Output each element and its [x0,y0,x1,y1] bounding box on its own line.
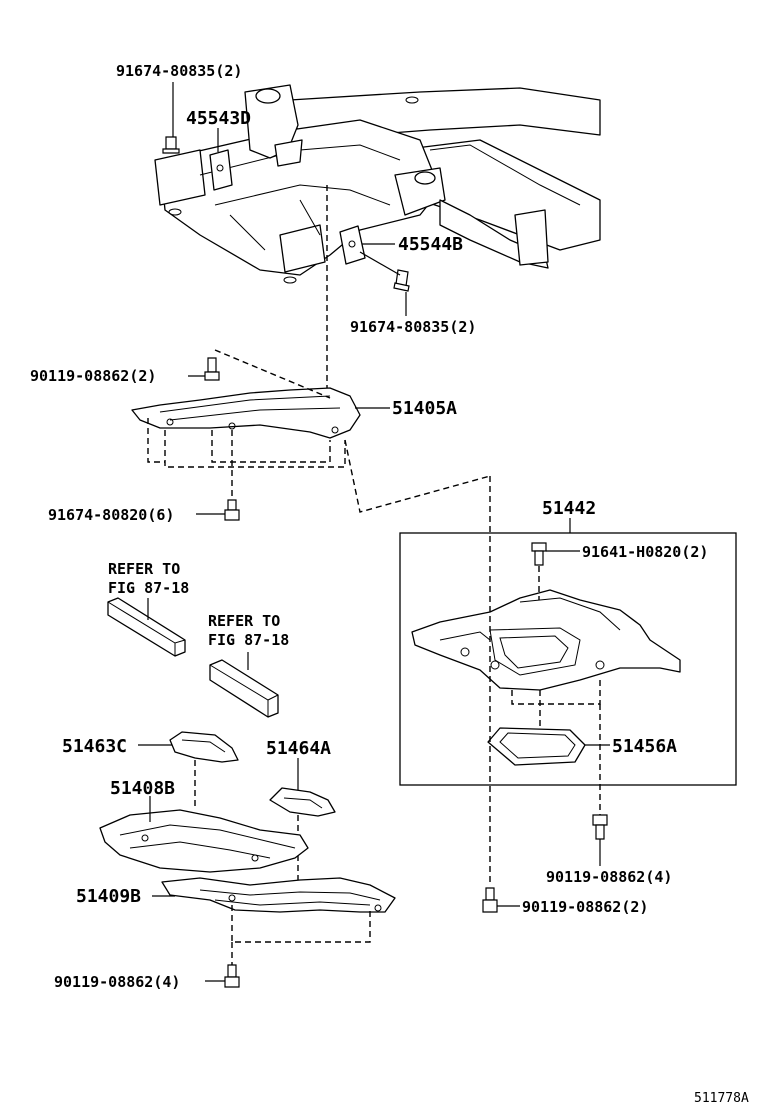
part-label-90119-08862-2b: 90119-08862(2) [522,898,648,916]
part-label-51463c: 51463C [62,736,127,757]
cover-51456a [487,727,586,766]
part-label-51456a: 51456A [612,736,677,757]
reference-note-2-line1: REFER TO [208,612,280,630]
part-label-45543d: 45543D [186,108,251,129]
cover-51405a [131,387,361,439]
reference-part-1 [107,597,186,657]
part-label-90119-08862-4b: 90119-08862(4) [54,973,180,991]
bolt-icon [592,814,608,840]
assembly-box-51442 [399,532,737,786]
cover-51408b [99,809,309,873]
part-label-91674-80835-top: 91674-80835(2) [116,62,242,80]
part-label-91674-80835-mid: 91674-80835(2) [350,318,476,336]
part-label-90119-08862-4a: 90119-08862(4) [546,868,672,886]
part-label-51442: 51442 [542,498,596,519]
front-suspension-crossmember [154,84,601,284]
bracket-45544b [339,225,366,265]
cover-51464a [269,787,336,817]
part-label-51464a: 51464A [266,738,331,759]
reference-note-2-line2: FIG 87-18 [208,631,289,649]
part-label-91674-80820: 91674-80820(6) [48,506,174,524]
part-label-45544b: 45544B [398,234,463,255]
bolt-icon [204,357,220,381]
cover-51409b [161,877,396,913]
reference-note-1-line2: FIG 87-18 [108,579,189,597]
bracket-45543d [209,149,233,191]
part-label-91641-h0820: 91641-H0820(2) [582,543,708,561]
part-label-51405a: 51405A [392,398,457,419]
figure-code: 511778A [694,1091,749,1106]
part-label-90119-08862-2a: 90119-08862(2) [30,367,156,385]
under-cover-51442 [411,589,681,691]
bolt-icon [162,136,180,154]
bolt-icon [531,542,547,566]
part-label-51408b: 51408B [110,778,175,799]
bolt-icon [482,887,498,913]
part-label-51409b: 51409B [76,886,141,907]
reference-part-2 [209,659,279,718]
bolt-icon [224,964,240,988]
cover-51463c [169,731,239,763]
reference-note-1-line1: REFER TO [108,560,180,578]
bolt-icon [224,499,240,521]
